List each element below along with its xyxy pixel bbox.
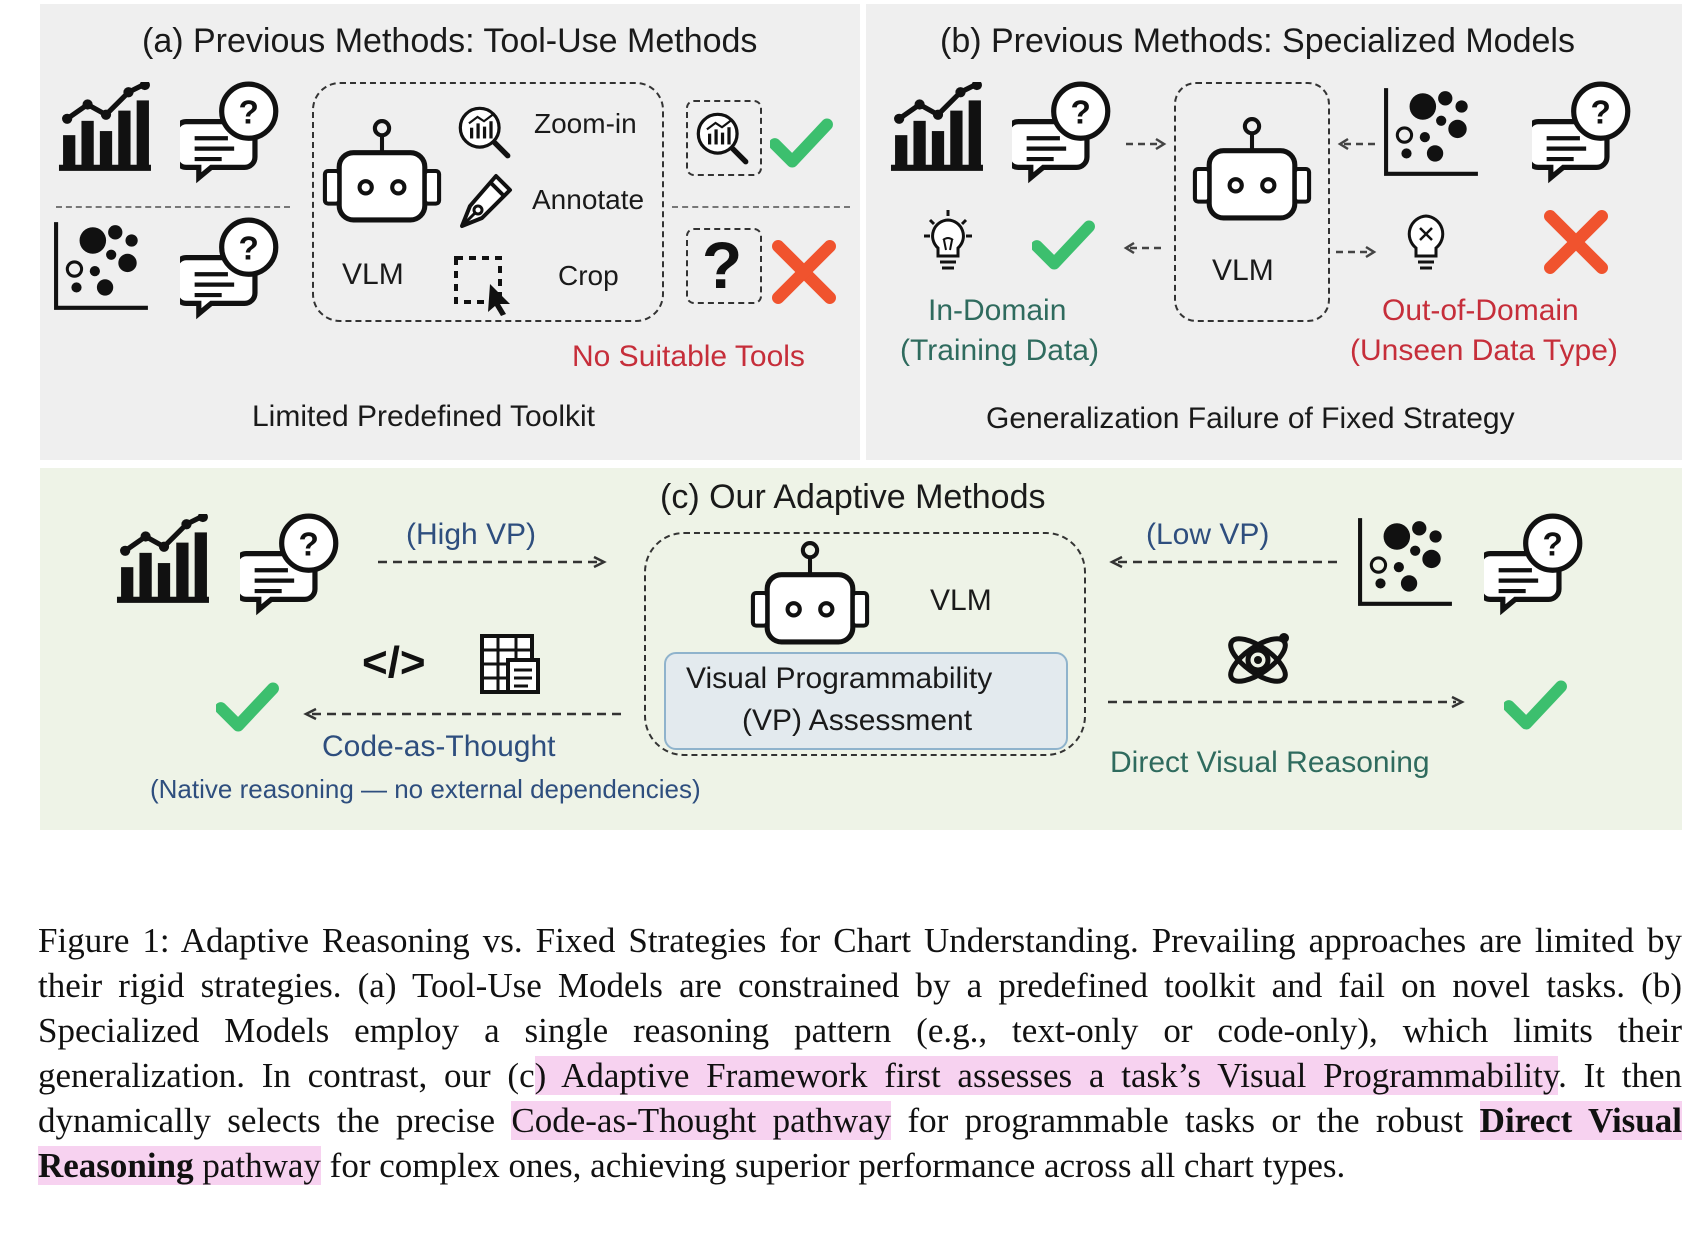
arrow-left: [303, 707, 624, 721]
vp-assessment-line1: Visual Programmability: [686, 662, 993, 695]
tool-zoom-in: Zoom-in: [534, 108, 637, 139]
in-domain-sub: (Training Data): [900, 334, 1099, 367]
pen-nib-icon: [460, 174, 512, 228]
figure-caption: Figure 1: Adaptive Reasoning vs. Fixed S…: [38, 918, 1682, 1188]
code-as-thought-label: Code-as-Thought: [322, 730, 556, 763]
panel-c-title: (c) Our Adaptive Methods: [660, 478, 1046, 516]
vp-assessment-box: [664, 652, 1068, 750]
divider: [672, 206, 850, 208]
tool-crop: Crop: [558, 260, 619, 291]
unknown-tool-box: [686, 228, 762, 304]
lightbulb-x-icon: [1407, 214, 1445, 270]
zoom-chart-icon: [456, 104, 512, 160]
code-as-thought-sub: (Native reasoning — no external dependen…: [150, 774, 701, 804]
speech-bubble-question-icon: [1532, 80, 1632, 184]
bar-line-chart-icon: [114, 514, 214, 606]
scatter-chart-icon: [1382, 86, 1482, 178]
speech-bubble-question-icon: [180, 80, 280, 184]
arrow-right: [1126, 137, 1167, 151]
caption-text: Figure 1: Adaptive Reasoning vs. Fixed S…: [38, 921, 1682, 1095]
scatter-chart-icon: [52, 220, 152, 312]
arrow-left: [1109, 555, 1338, 569]
vlm-label: VLM: [1212, 254, 1274, 287]
divider: [56, 206, 290, 208]
vlm-box: [1174, 82, 1330, 322]
zoom-result-box: [686, 100, 762, 176]
checkmark-icon: [770, 118, 834, 168]
code-icon: </>: [362, 638, 426, 687]
spreadsheet-doc-icon: [480, 634, 540, 694]
vlm-label: VLM: [342, 258, 404, 291]
adaptive-vlm-box: [644, 532, 1086, 756]
panel-tool-use-methods: [40, 4, 860, 460]
caption-text: . It then dynamically selects the precis…: [38, 1056, 1682, 1140]
cross-icon: [1544, 210, 1608, 274]
speech-bubble-question-icon: [1484, 512, 1584, 616]
panel-b-title: (b) Previous Methods: Specialized Models: [940, 22, 1575, 60]
caption-highlight: ) Adaptive Framework first assesses a ta…: [534, 1056, 1559, 1095]
zoom-chart-icon: [694, 110, 750, 166]
high-vp-label: (High VP): [406, 518, 537, 551]
cross-icon: [772, 240, 836, 304]
arrow-left: [1123, 241, 1164, 255]
toolkit-box: [312, 82, 664, 322]
panel-a-footer: Limited Predefined Toolkit: [252, 400, 595, 433]
vp-assessment-line2: (VP) Assessment: [742, 704, 973, 737]
caption-highlight-tail: pathway: [193, 1146, 321, 1185]
speech-bubble-question-icon: [240, 512, 340, 616]
speech-bubble-question-icon: [180, 216, 280, 320]
checkmark-icon: [1504, 680, 1568, 730]
caption-text: for programmable tasks or the robust: [891, 1101, 1480, 1140]
tool-annotate: Annotate: [532, 184, 645, 215]
checkmark-icon: [1032, 220, 1096, 270]
checkmark-icon: [216, 682, 280, 732]
arrow-right: [1336, 245, 1377, 259]
in-domain-label: In-Domain: [928, 294, 1067, 327]
question-mark-icon: ?: [702, 232, 742, 296]
caption-highlight: Code-as-Thought pathway: [511, 1101, 892, 1140]
panel-specialized-models: [866, 4, 1682, 460]
caption-bold: Direct Visual Reasoning: [38, 1101, 1682, 1185]
lightbulb-icon: [924, 210, 972, 270]
crop-cursor-icon: [454, 256, 510, 316]
svg-text:?: ?: [702, 232, 742, 296]
atom-icon: [1228, 633, 1289, 684]
robot-icon: [1190, 116, 1314, 222]
robot-icon: [320, 118, 444, 224]
arrow-right: [1108, 695, 1465, 709]
arrow-left: [1337, 137, 1378, 151]
vlm-label: VLM: [930, 584, 992, 617]
scatter-chart-icon: [1356, 516, 1456, 608]
direct-visual-reasoning-label: Direct Visual Reasoning: [1110, 746, 1430, 779]
bar-line-chart-icon: [888, 82, 988, 174]
bar-line-chart-icon: [56, 82, 156, 174]
no-suitable-tools: No Suitable Tools: [572, 340, 805, 373]
panel-b-footer: Generalization Failure of Fixed Strategy: [986, 402, 1515, 435]
low-vp-label: (Low VP): [1146, 518, 1270, 551]
caption-text: for complex ones, achieving superior per…: [320, 1146, 1346, 1185]
speech-bubble-question-icon: [1012, 80, 1112, 184]
panel-a-title: (a) Previous Methods: Tool-Use Methods: [142, 22, 758, 60]
out-domain-sub: (Unseen Data Type): [1350, 334, 1618, 367]
arrow-right: [378, 555, 607, 569]
robot-icon: [748, 540, 872, 646]
out-domain-label: Out-of-Domain: [1382, 294, 1579, 327]
